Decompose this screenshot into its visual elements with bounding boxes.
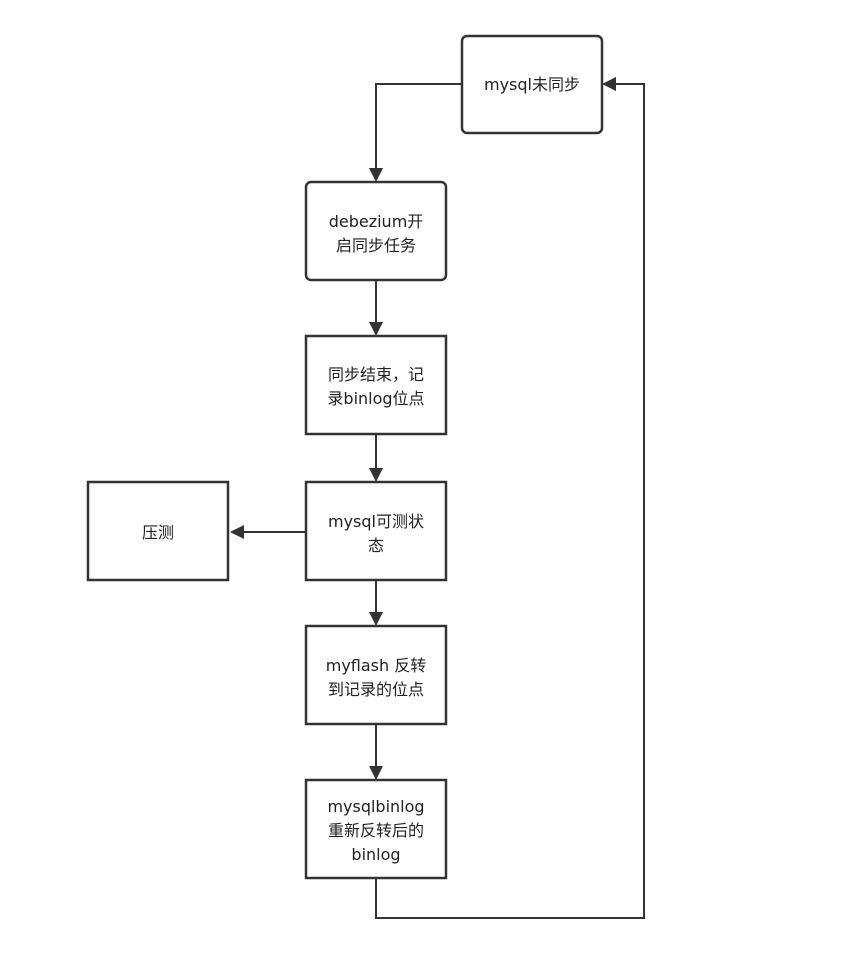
- node-stress-test[interactable]: 压测: [86, 480, 230, 582]
- edge-loop-back-to-not-synced: [375, 83, 645, 919]
- arrowhead-not-synced: [602, 77, 616, 91]
- node-debezium-start-sync[interactable]: debezium开 启同步任务: [304, 180, 448, 282]
- edge-not-synced-to-debezium: [375, 83, 462, 168]
- node-label-line-2: 态: [368, 536, 384, 555]
- node-box: [304, 180, 448, 282]
- arrowhead-sync-end: [369, 322, 383, 336]
- arrowhead-mysqlbinlog: [369, 766, 383, 780]
- arrowhead-debezium: [369, 168, 383, 182]
- node-label-line-2: 重新反转后的: [328, 821, 424, 840]
- arrowhead-stress: [230, 525, 244, 539]
- node-box: [304, 624, 448, 726]
- node-myflash-reverse[interactable]: myflash 反转 到记录的位点: [304, 624, 448, 726]
- node-label-line-3: binlog: [351, 845, 400, 864]
- arrowhead-myflash: [369, 612, 383, 626]
- node-label-line-1: debezium开: [329, 212, 424, 231]
- node-box: [304, 778, 448, 880]
- arrowhead-testable: [369, 468, 383, 482]
- node-label-line-1: mysql可测状: [328, 512, 424, 531]
- node-sync-end-record-position[interactable]: 同步结束，记 录binlog位点: [304, 334, 448, 436]
- node-label: 压测: [142, 523, 174, 542]
- node-mysql-testable-state[interactable]: mysql可测状 态: [304, 480, 448, 582]
- node-label-line-1: 同步结束，记: [328, 365, 424, 384]
- node-label-line-1: mysqlbinlog: [327, 797, 424, 816]
- node-box: [304, 480, 448, 582]
- node-label-line-1: myflash 反转: [326, 656, 427, 675]
- node-box: [304, 334, 448, 436]
- node-mysql-not-synced[interactable]: mysql未同步: [460, 34, 604, 135]
- node-label-line-2: 启同步任务: [336, 236, 416, 255]
- node-mysqlbinlog-replay[interactable]: mysqlbinlog 重新反转后的 binlog: [304, 778, 448, 880]
- node-label-line-2: 录binlog位点: [327, 389, 424, 408]
- node-label-line-2: 到记录的位点: [328, 680, 424, 699]
- node-label: mysql未同步: [484, 75, 580, 94]
- node-box: [460, 34, 604, 135]
- node-box: [86, 480, 230, 582]
